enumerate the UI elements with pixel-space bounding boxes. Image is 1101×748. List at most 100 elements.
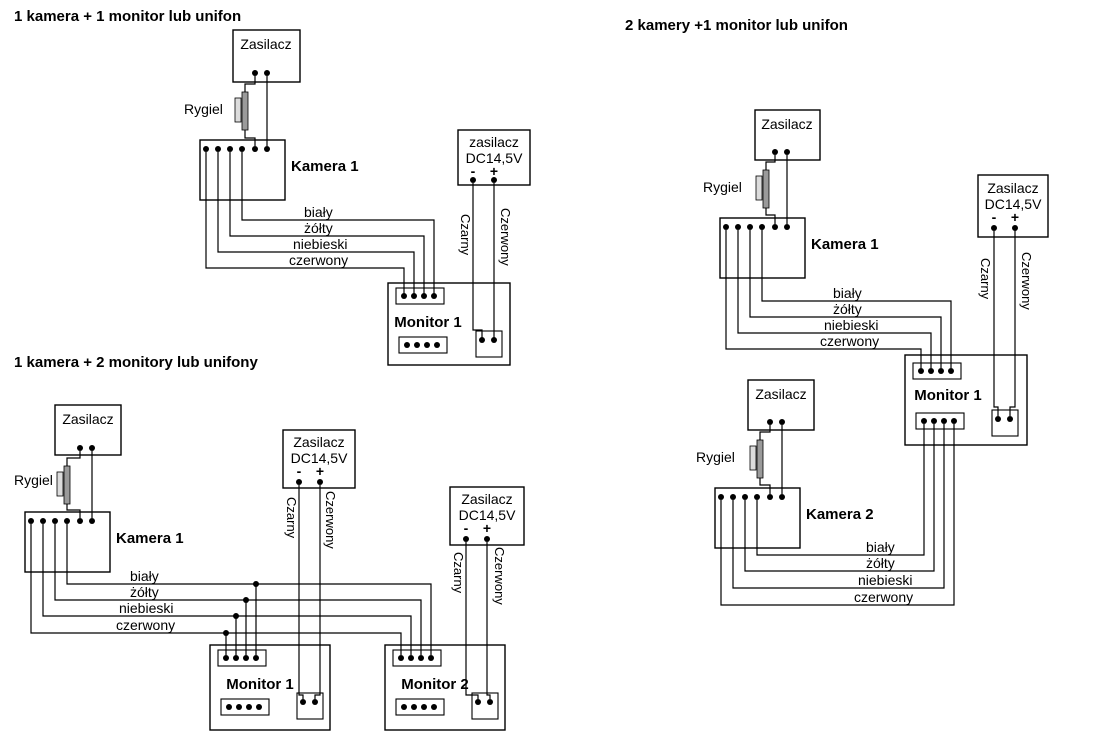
wire-dc1-czerwony: [314, 485, 321, 699]
wire-bialy-2: [756, 424, 925, 556]
wire-label-niebieski: niebieski: [293, 236, 347, 252]
wire-supply1-to-strike: [765, 155, 776, 170]
monitor-box: Monitor 1: [387, 282, 511, 366]
monitor-1-box: Monitor 1: [209, 644, 331, 731]
wire-label-czerwony-2: czerwony: [854, 589, 913, 605]
diagram1-title: 1 kamera + 1 monitor lub unifon: [14, 8, 241, 25]
wire-label-zolty-1: żółty: [833, 301, 862, 317]
dc2-label-czarny-vertical: Czarny: [451, 552, 466, 594]
diagram3-title: 2 kamery +1 monitor lub unifon: [625, 17, 848, 34]
diagram-1-camera-1-monitor: 1 kamera + 1 monitor lub unifon Zasilacz…: [14, 8, 531, 366]
monitor-bottom-connector: [915, 412, 965, 430]
wire-strike1-to-camera: [765, 208, 776, 224]
wire-power-czerwony: [1009, 231, 1016, 416]
wire-niebieski: [42, 524, 412, 655]
wire-label-niebieski-2: niebieski: [858, 572, 912, 588]
dc2-minus-label: -: [464, 520, 469, 536]
door-strike1-label: Rygiel: [703, 179, 742, 195]
camera-box: Kamera 1: [199, 139, 359, 201]
monitor1-label: Monitor 1: [226, 676, 294, 693]
wire-label-zolty: żółty: [130, 584, 159, 600]
wire-label-czerwony-vertical: Czerwony: [1019, 252, 1034, 310]
dc2-label-czerwony-vertical: Czerwony: [492, 547, 507, 605]
wire-zolty: [54, 524, 422, 655]
wire-czerwony: [205, 152, 405, 294]
monitor-2-box: Monitor 2: [384, 644, 506, 731]
branch-junction-dots: [223, 581, 259, 636]
door-strike: Rygiel: [184, 91, 249, 131]
wire-label-bialy-2: biały: [866, 539, 895, 555]
power-supply-box: Zasilacz: [54, 404, 122, 456]
door-strike-2: Rygiel: [696, 439, 764, 479]
door-strike-label: Rygiel: [14, 472, 53, 488]
dc-supply-line1: zasilacz: [469, 134, 519, 150]
wire-dc1-czarny: [298, 485, 304, 699]
dc-power-supply-box-1: Zasilacz DC14,5V - +: [282, 429, 356, 489]
wire-bialy-1: [761, 230, 952, 368]
wire-label-czerwony: czerwony: [116, 617, 175, 633]
dc1-plus-label: +: [316, 463, 324, 479]
dc1-label-czerwony-vertical: Czerwony: [323, 491, 338, 549]
wire-niebieski-2: [732, 424, 945, 589]
diagram-1-camera-2-monitors: 1 kamera + 2 monitory lub unifony Zasila…: [14, 354, 525, 731]
dc2-line1: Zasilacz: [461, 491, 512, 507]
monitor2-bottom-connector: [395, 698, 445, 716]
wire-strike-to-camera: [66, 504, 81, 518]
wire-labels: biały żółty niebieski czerwony biały żół…: [820, 252, 1034, 605]
door-strike: Rygiel: [14, 465, 71, 505]
wire-label-bialy: biały: [130, 568, 159, 584]
camera-label: Kamera 1: [291, 158, 359, 175]
monitor2-top-connector: [392, 649, 442, 667]
door-strike-icon: [56, 465, 71, 505]
camera-2-box: Kamera 2: [714, 487, 874, 549]
wire-czerwony-1: [725, 230, 922, 368]
wire-label-czerwony: czerwony: [289, 252, 348, 268]
wire-label-czerwony-1: czerwony: [820, 333, 879, 349]
wire-zolty-2: [744, 424, 935, 572]
monitor1-top-connector: [217, 649, 267, 667]
dc-power-supply-box-2: Zasilacz DC14,5V - +: [449, 486, 525, 546]
power-supply-box-1: Zasilacz: [754, 109, 821, 161]
wire-supply-to-strike: [66, 451, 81, 466]
wire-strike-to-camera: [244, 130, 256, 146]
wire-label-czarny-vertical: Czarny: [458, 214, 473, 256]
power-supply2-label: Zasilacz: [755, 386, 806, 402]
wire-label-bialy-1: biały: [833, 285, 862, 301]
monitor-power-connector: [475, 330, 503, 358]
camera-label: Kamera 1: [116, 530, 184, 547]
camera-box: Kamera 1: [24, 511, 184, 573]
power-supply-label: Zasilacz: [62, 411, 113, 427]
wire-strike2-to-camera: [759, 478, 771, 494]
wire-label-czerwony-vertical: Czerwony: [498, 208, 513, 266]
wire-bialy: [241, 152, 435, 294]
door-strike-1: Rygiel: [703, 169, 770, 209]
dc-power-supply-box: zasilacz DC14,5V - +: [457, 129, 531, 186]
wire-labels: biały żółty niebieski czerwony Czarny Cz…: [116, 491, 507, 633]
wires: [205, 76, 495, 338]
monitor-power-connector: [991, 409, 1019, 437]
wire-niebieski: [217, 152, 415, 294]
dc2-plus-label: +: [483, 520, 491, 536]
dc-line2: DC14,5V: [985, 196, 1042, 212]
monitor1-bottom-connector: [220, 698, 270, 716]
power-supply-box-2: Zasilacz: [747, 379, 815, 431]
wire-czerwony: [30, 524, 402, 655]
monitor-top-connector: [395, 287, 445, 305]
wire-zolty: [229, 152, 425, 294]
wire-niebieski-1: [737, 230, 932, 368]
wire-czerwony-2: [720, 424, 955, 606]
door-strike2-label: Rygiel: [696, 449, 735, 465]
monitor-label: Monitor 1: [394, 314, 462, 331]
camera-1-box: Kamera 1: [719, 217, 879, 279]
wire-labels: biały żółty niebieski czerwony Czarny Cz…: [289, 204, 513, 268]
wire-dc2-czerwony: [486, 542, 491, 699]
wire-label-zolty: żółty: [304, 220, 333, 236]
wire-label-niebieski-1: niebieski: [824, 317, 878, 333]
monitor-top-connector: [912, 362, 962, 380]
wire-label-niebieski: niebieski: [119, 600, 173, 616]
dc-plus-label: +: [1011, 209, 1019, 225]
camera2-label: Kamera 2: [806, 506, 874, 523]
camera1-label: Kamera 1: [811, 236, 879, 253]
dc-supply-line2: DC14,5V: [466, 150, 523, 166]
wire-dc2-czarny: [465, 542, 479, 699]
